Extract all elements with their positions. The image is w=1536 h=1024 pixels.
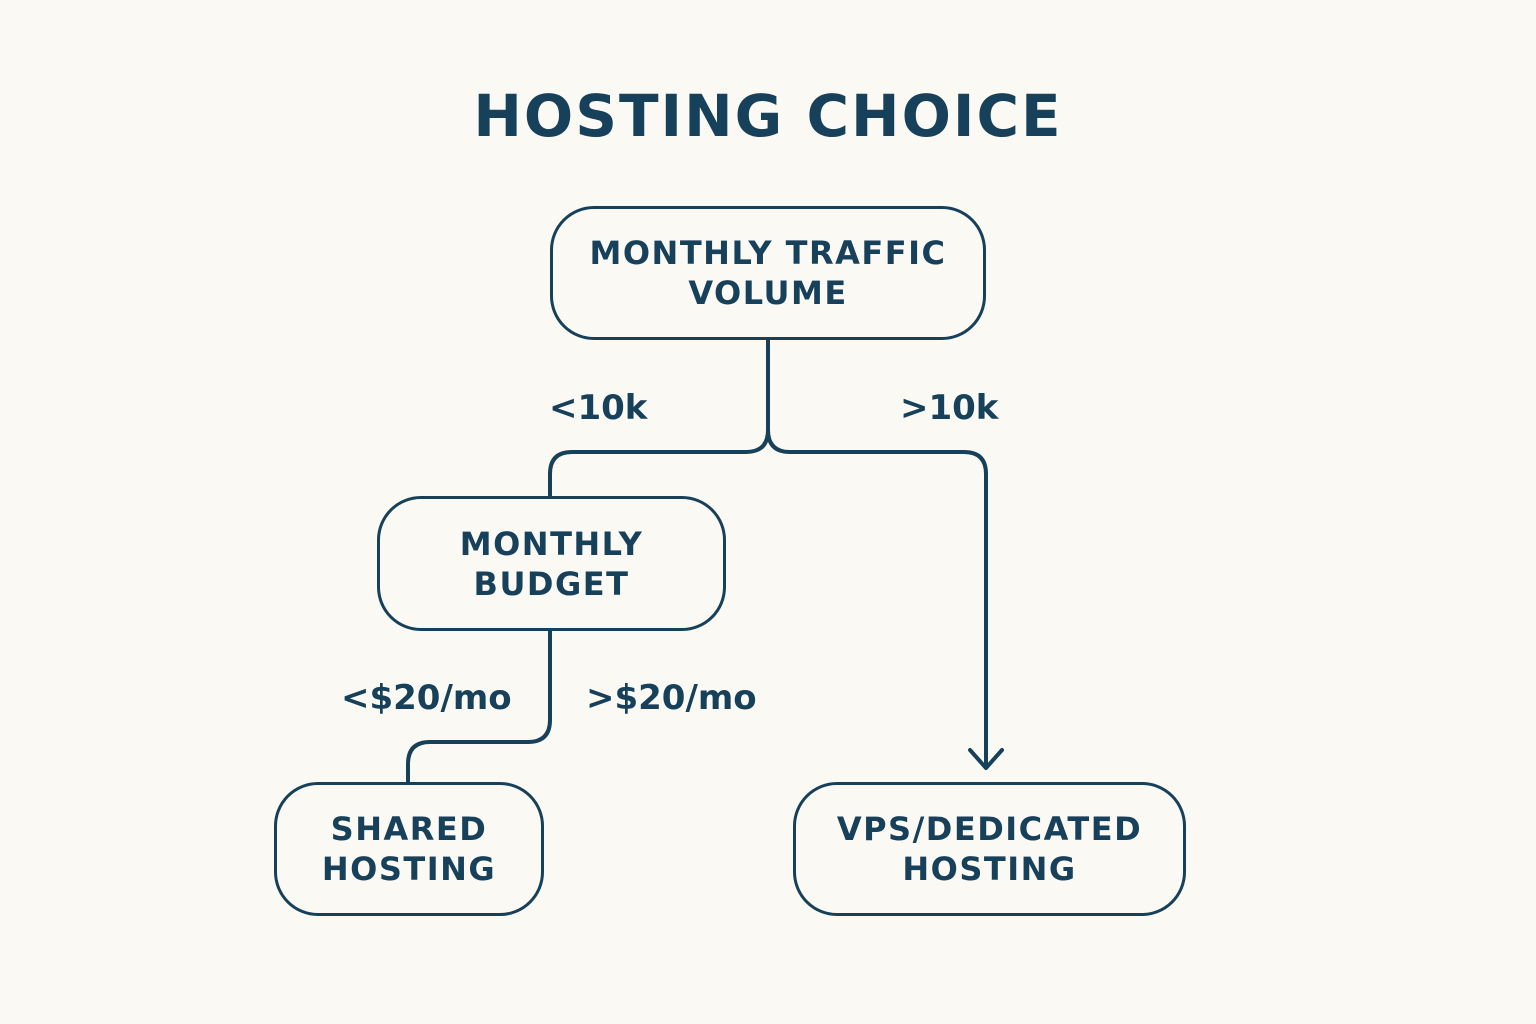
- node-label: VPS/DEDICATED HOSTING: [836, 810, 1143, 888]
- node-label: MONTHLY BUDGET: [459, 524, 644, 603]
- connector-traffic-trunk: [548, 338, 770, 498]
- node-label: MONTHLY TRAFFIC VOLUME: [589, 234, 947, 312]
- connector-budget-low: [406, 628, 552, 784]
- node-shared-hosting: SHARED HOSTING: [274, 782, 544, 916]
- node-monthly-budget: MONTHLY BUDGET: [377, 496, 726, 631]
- diagram-title: HOSTING CHOICE: [473, 82, 1063, 150]
- arrowhead-vps: [968, 748, 1004, 770]
- node-monthly-traffic-volume: MONTHLY TRAFFIC VOLUME: [550, 206, 986, 340]
- node-vps-dedicated-hosting: VPS/DEDICATED HOSTING: [793, 782, 1186, 916]
- edge-label-budget-low: <$20/mo: [341, 678, 512, 718]
- node-label: SHARED HOSTING: [321, 810, 497, 888]
- edge-label-traffic-high: >10k: [900, 388, 999, 428]
- connector-traffic-high: [766, 428, 988, 768]
- edge-label-budget-high: >$20/mo: [586, 678, 757, 718]
- edge-label-traffic-low: <10k: [549, 388, 648, 428]
